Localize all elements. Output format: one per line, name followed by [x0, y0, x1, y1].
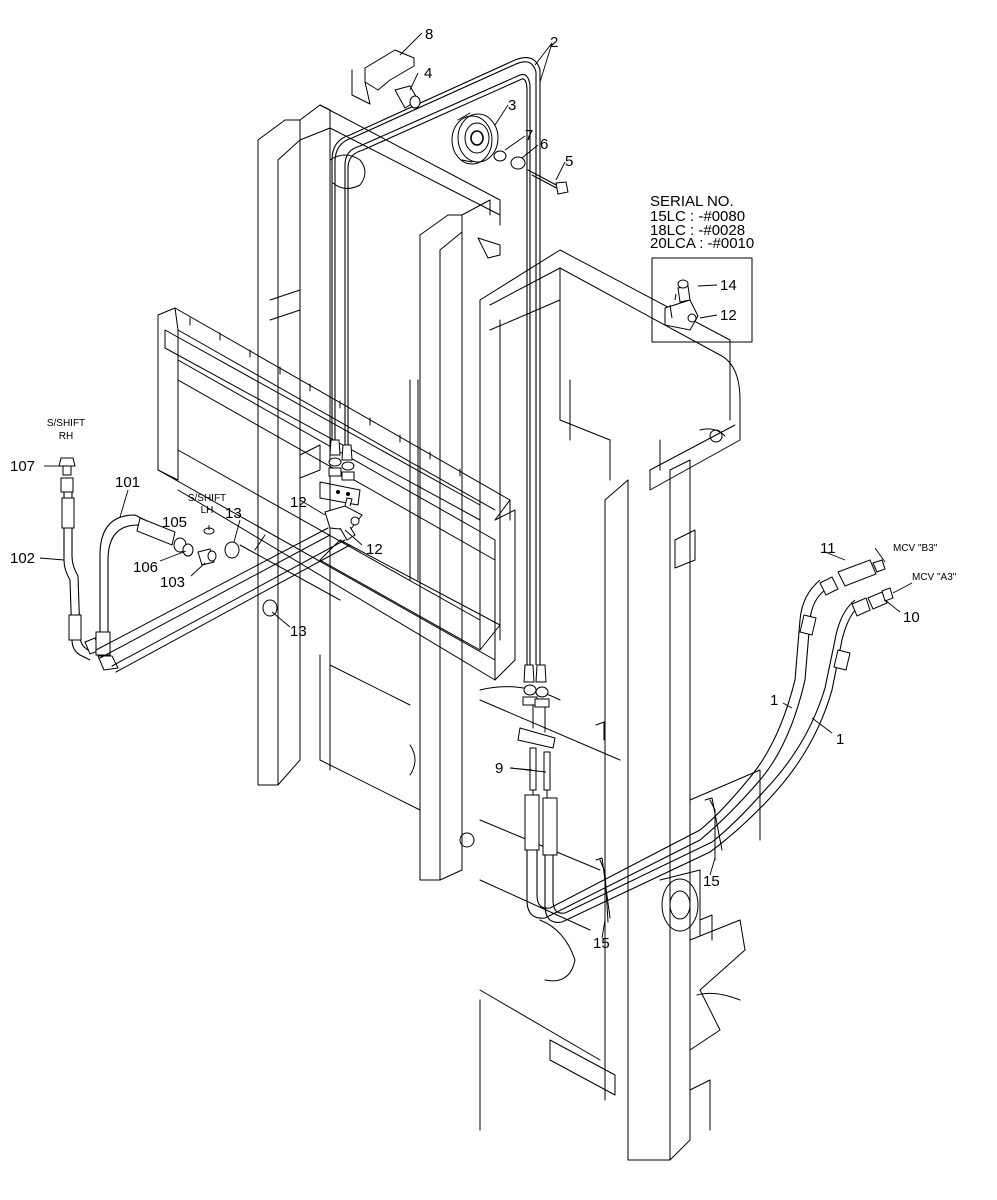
callout-10: 10	[903, 609, 920, 626]
callout-1-lower: 1	[836, 731, 844, 748]
washer-item-7	[493, 150, 507, 162]
hose-loop-item-2	[331, 57, 541, 665]
callout-14: 14	[720, 277, 737, 294]
washer-item-6	[510, 156, 526, 170]
bolt-item-5	[527, 169, 569, 195]
sheave-pulley-item-3	[451, 112, 499, 165]
callout-12-lower: 12	[366, 541, 383, 558]
callout-6: 6	[540, 136, 548, 153]
callout-107: 107	[10, 458, 35, 475]
hose-item-102	[60, 477, 101, 661]
hose-item-101	[95, 514, 187, 671]
callout-101: 101	[115, 474, 140, 491]
front-mast-right-channel	[479, 249, 741, 1161]
outer-mast-left-channel	[257, 104, 501, 786]
callout-13-upper: 13	[225, 505, 242, 522]
callout-103: 103	[160, 574, 185, 591]
callout-11: 11	[820, 540, 836, 557]
serial-line-1: 15LC : -#0080	[650, 208, 745, 225]
callout-13-lower: 13	[290, 623, 307, 640]
label-sshift-rh-1: S/SHIFT	[47, 418, 85, 429]
label-sshift-lh-1: S/SHIFT	[188, 493, 226, 504]
callout-numbers: 2 3 4 8 7 6 5 14 12 12 12 13 13 9 11 10 …	[10, 26, 920, 952]
inner-mast-right-channel	[409, 199, 501, 881]
fitting-item-11	[819, 559, 886, 596]
callout-7: 7	[525, 127, 533, 144]
tee-block-item-12	[324, 497, 363, 541]
serial-line-3: 20LCA : -#0010	[650, 235, 754, 252]
callout-15-right: 15	[703, 873, 720, 890]
callout-106: 106	[133, 559, 158, 576]
plug-item-13-upper	[224, 541, 240, 559]
label-mcv-a3: MCV "A3"	[912, 572, 957, 583]
callout-105: 105	[162, 514, 187, 531]
callout-12-inset: 12	[720, 307, 737, 324]
callout-12-upper: 12	[290, 494, 307, 511]
label-mcv-b3: MCV "B3"	[893, 543, 938, 554]
label-sshift-rh-2: RH	[59, 431, 73, 442]
callout-2: 2	[550, 34, 558, 51]
bracket-item-8	[351, 49, 415, 105]
inset-detail-box	[651, 257, 753, 343]
callout-15-left: 15	[593, 935, 610, 952]
fitting-item-107	[58, 457, 76, 476]
serial-title: SERIAL NO.	[650, 193, 734, 210]
mast-back-frame	[479, 299, 611, 651]
clamp-item-15-right	[704, 797, 723, 861]
hose-end-fittings-upper	[319, 439, 361, 506]
leader-lines	[39, 32, 913, 939]
side-shift-feed-lines	[95, 527, 351, 673]
callout-3: 3	[508, 97, 516, 114]
callout-5: 5	[565, 153, 573, 170]
hose-end-fittings-lower	[517, 664, 556, 799]
hose-pair-item-1	[524, 579, 861, 923]
callout-8: 8	[425, 26, 433, 43]
callout-1-upper: 1	[770, 692, 778, 709]
plug-item-13-lower	[262, 599, 278, 617]
mast-lower-frame	[319, 654, 761, 1131]
callout-102: 102	[10, 550, 35, 567]
callout-4: 4	[424, 65, 432, 82]
fitting-item-106	[182, 543, 194, 557]
callout-9: 9	[495, 760, 503, 777]
fitting-item-10	[851, 587, 894, 617]
pin-item-4	[394, 85, 421, 109]
label-sshift-lh-2: LH	[201, 505, 214, 516]
fork-carriage	[157, 307, 516, 681]
serial-line-2: 18LC : -#0028	[650, 222, 745, 239]
small-labels: S/SHIFT RH S/SHIFT LH MCV "B3" MCV "A3"	[47, 418, 957, 583]
clamp-item-15-left	[595, 857, 611, 923]
serial-number-block: SERIAL NO. 15LC : -#0080 18LC : -#0028 2…	[650, 193, 754, 252]
fitting-item-103	[197, 548, 217, 566]
